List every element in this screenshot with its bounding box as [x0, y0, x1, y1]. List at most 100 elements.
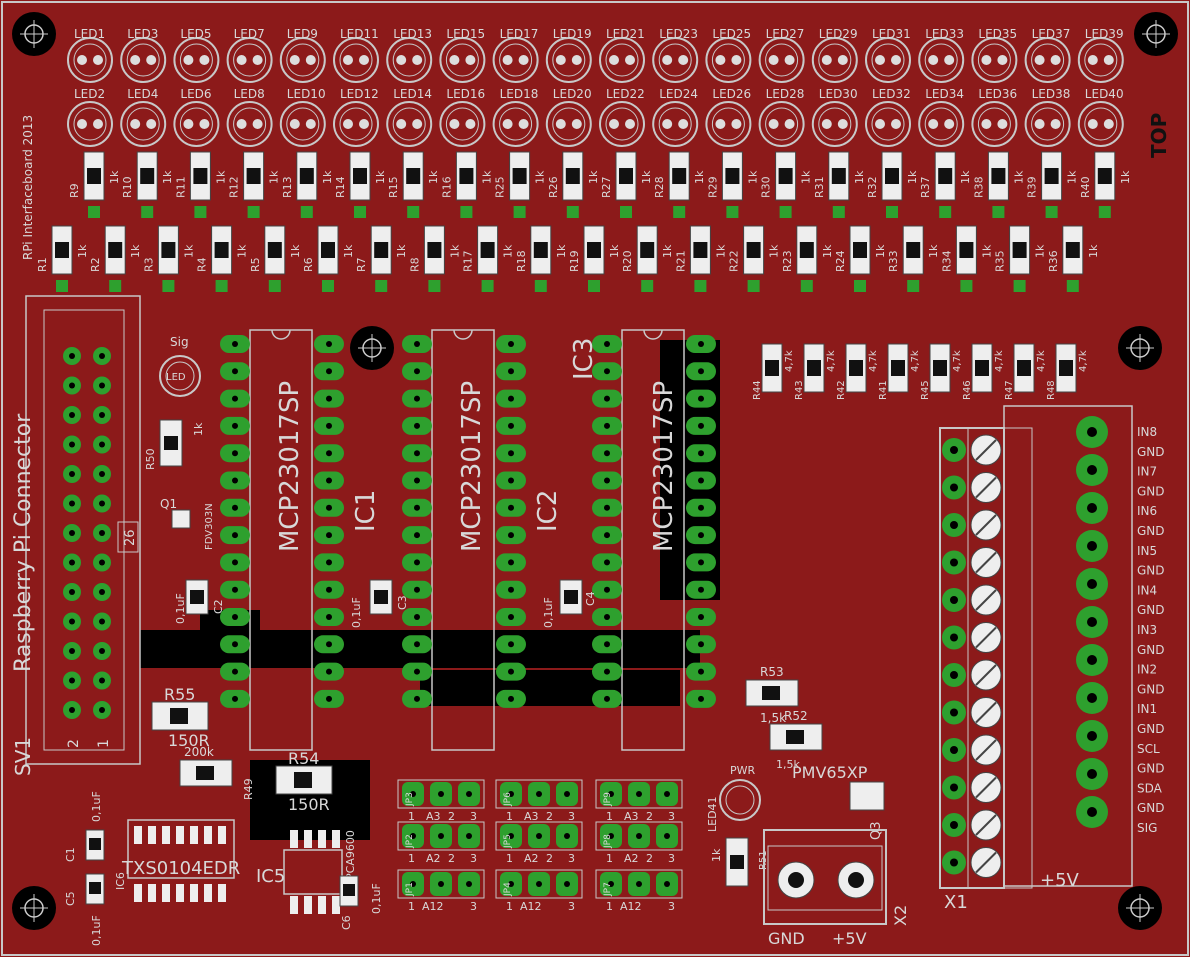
led-label: LED14 — [393, 87, 432, 101]
led-top-11: LED23 — [652, 27, 699, 83]
resistor-value: 1k — [555, 244, 568, 258]
resistor-ref: R9 — [68, 183, 81, 198]
led-bottom-6: LED14 — [386, 87, 433, 147]
led-bottom-11: LED24 — [652, 87, 699, 147]
connector-title: Raspberry Pi Connector — [11, 413, 36, 672]
led-top-2: LED5 — [173, 27, 220, 83]
resistor-ref: R38 — [972, 176, 985, 198]
resistor-ref: R33 — [887, 250, 900, 272]
led-label: LED40 — [1085, 87, 1124, 101]
jumper-pin: 1 — [506, 810, 513, 823]
jumper-pin: 2 — [546, 810, 553, 823]
led-top-1: LED3 — [120, 27, 167, 83]
led-bottom-16: LED34 — [918, 87, 965, 147]
led-top-15: LED31 — [865, 27, 911, 83]
jumper-pin: 1 — [506, 900, 513, 913]
led-top-12: LED25 — [705, 27, 752, 83]
led-label: LED21 — [606, 27, 645, 41]
led-bottom-13: LED28 — [758, 87, 805, 147]
led-label: LED11 — [340, 27, 379, 41]
jumper-ref: JP4 — [503, 882, 513, 897]
resistor-ref: R15 — [387, 176, 400, 198]
terminal-label: IN8 — [1137, 425, 1157, 439]
jumper-pin: 3 — [470, 900, 477, 913]
resistor-value: 1k — [108, 170, 121, 184]
led41-ref: LED41 — [706, 796, 719, 832]
terminal-label: IN1 — [1137, 702, 1157, 716]
led-top-14: LED29 — [811, 27, 858, 83]
resistor-ref: R4 — [196, 257, 209, 272]
led-label: LED3 — [127, 27, 158, 41]
led-top-9: LED19 — [545, 27, 592, 83]
resistor-value: 1k — [661, 244, 674, 258]
resistor-value: 1k — [746, 170, 759, 184]
resistor-value: 1k — [1012, 170, 1025, 184]
jumper-addr: A12 — [620, 900, 642, 913]
signal-led-section: Sig LED R50 1k Q1 FDV303N — [144, 335, 215, 550]
led-bottom-19: LED40 — [1077, 87, 1124, 147]
resistor-ref: R16 — [440, 176, 453, 198]
jumper-JP4: JP4 1 A12 3 — [495, 869, 583, 913]
resistor-value: 1k — [480, 170, 493, 184]
r54-ref: R54 — [288, 749, 319, 768]
led-bottom-5: LED12 — [333, 87, 379, 147]
led-label: LED35 — [978, 27, 1017, 41]
resistor-ref: R35 — [994, 250, 1007, 272]
led-top-5: LED11 — [333, 27, 379, 83]
x2-5v: +5V — [832, 929, 867, 948]
terminal-label: GND — [1137, 524, 1165, 538]
pullup-ref: R41 — [878, 380, 889, 400]
terminal-label: GND — [1137, 722, 1165, 736]
jumper-pin: 3 — [568, 900, 575, 913]
jumper-addr: A2 — [524, 852, 539, 865]
ic6-part: TXS0104EDR — [121, 858, 240, 879]
resistor-ref: R3 — [142, 257, 155, 272]
rpi-connector: 26 2 1 Raspberry Pi Connector SV1 — [11, 295, 141, 776]
r53-ref: R53 — [760, 665, 784, 679]
led-top-8: LED17 — [492, 27, 539, 83]
ic1-part: MCP23017SP — [275, 381, 305, 552]
led-bottom-3: LED8 — [226, 87, 273, 147]
resistor-ref: R13 — [281, 176, 294, 198]
resistor-ref: R39 — [1026, 176, 1039, 198]
led-label: LED9 — [287, 27, 318, 41]
ic3-part: MCP23017SP — [649, 381, 679, 552]
connector-pin-2: 2 — [66, 739, 82, 748]
resistor-value: 1k — [161, 170, 174, 184]
ic3-ref: IC3 — [569, 338, 599, 380]
led-label: LED23 — [659, 27, 698, 41]
x2-gnd: GND — [768, 929, 805, 948]
resistor-value: 1k — [129, 244, 142, 258]
terminal-label: IN3 — [1137, 623, 1157, 637]
jumper-ref: JP6 — [503, 792, 513, 807]
ic2-part: MCP23017SP — [457, 381, 487, 552]
terminal-label: GND — [1137, 801, 1165, 815]
led-label: LED12 — [340, 87, 379, 101]
led-top-7: LED15 — [439, 27, 486, 83]
led-bottom-15: LED32 — [865, 87, 911, 147]
led-bottom-17: LED36 — [971, 87, 1018, 147]
board-vertical-text: RPi Interfaceboard 2013 — [21, 115, 35, 260]
c4-value: 0,1uF — [542, 597, 555, 628]
resistor-value: 1k — [289, 244, 302, 258]
c2-value: 0,1uF — [174, 593, 187, 624]
jumper-addr: A12 — [520, 900, 542, 913]
ic5-ref: IC5 — [256, 866, 285, 887]
